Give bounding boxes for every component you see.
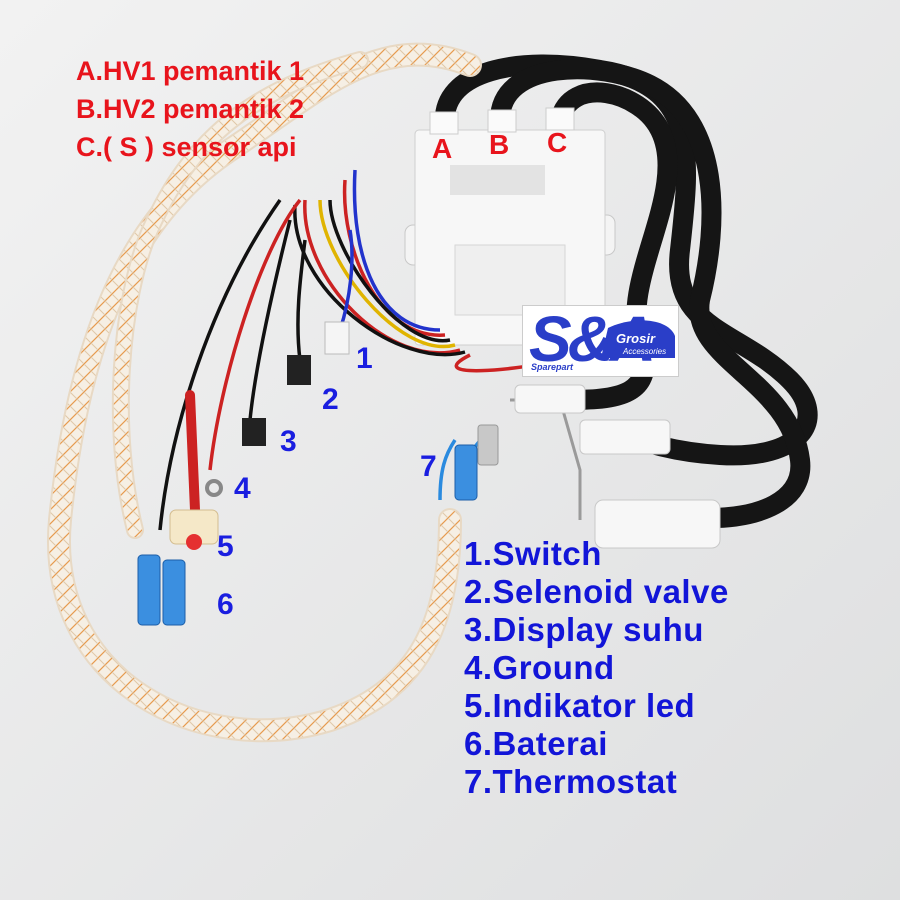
wire-number-7: 7 [420,450,437,483]
ground-ring [205,479,223,497]
led [186,534,202,550]
wire-number-5: 5 [217,530,234,563]
hv-legend: A.HV1 pemantik 1 B.HV2 pemantik 2 C.( S … [76,52,304,166]
brand-logo: S&A Grosir Accessories Sparepart [522,303,679,377]
port-label-b: B [489,129,510,160]
logo-brand: S&A [529,303,656,375]
legend-hv2: B.HV2 pemantik 2 [76,94,305,124]
logo-grosir: Grosir [616,331,656,346]
thermostat-terminals [454,424,499,501]
logo-swoosh-icon [601,320,675,358]
legend-item-5: 5.Indikator led [464,687,696,724]
connector-display [242,418,266,446]
legend-item-2: 2.Selenoid valve [464,573,729,610]
wire-legend: 1.Switch 2.Selenoid valve 3.Display suhu… [464,535,729,801]
legend-hv1: A.HV1 pemantik 1 [76,56,305,86]
legend-sensor: C.( S ) sensor api [76,132,297,162]
battery-terminals [137,554,186,626]
connector-solenoid [287,355,311,385]
wire-number-6: 6 [217,588,234,621]
wire-number-2: 2 [322,383,339,416]
signal-wires [158,169,561,531]
legend-item-7: 7.Thermostat [464,763,678,800]
logo-accessories: Accessories [623,347,667,356]
port-label-a: A [432,133,453,164]
wire-number-4: 4 [234,472,251,505]
wire-number-3: 3 [280,425,297,458]
spark-electrodes [510,384,721,549]
connector-switch [324,321,350,355]
logo-sparepart: Sparepart [531,362,574,372]
hv-cables [434,54,818,529]
ground-sleeve [185,390,200,515]
wire-number-1: 1 [356,342,373,375]
legend-item-4: 4.Ground [464,649,615,686]
legend-item-1: 1.Switch [464,535,602,572]
igniter-box [404,107,616,346]
legend-item-6: 6.Baterai [464,725,608,762]
legend-item-3: 3.Display suhu [464,611,704,648]
port-label-c: C [547,127,568,158]
